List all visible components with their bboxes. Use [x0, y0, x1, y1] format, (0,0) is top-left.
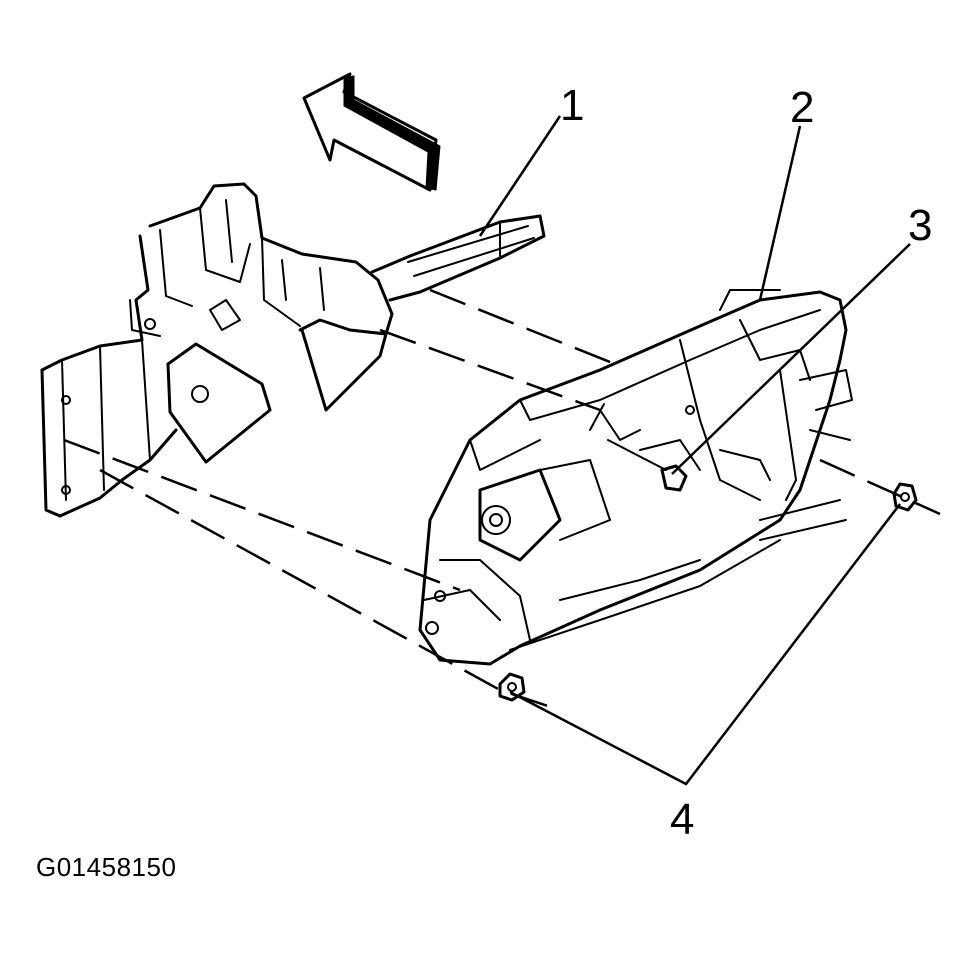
front-direction-arrow-icon [302, 72, 441, 192]
callout-1: 1 [560, 81, 584, 130]
alignment-lines [63, 288, 941, 712]
frame-rail [40, 182, 546, 518]
figure-id: G01458150 [36, 852, 177, 882]
callout-2: 2 [790, 83, 814, 132]
nut-lower-left [498, 672, 526, 702]
callout-3: 3 [908, 201, 932, 250]
radiator-support [418, 289, 853, 666]
bolt [607, 439, 688, 492]
callout-4: 4 [670, 795, 694, 844]
leader-lines [478, 115, 911, 786]
